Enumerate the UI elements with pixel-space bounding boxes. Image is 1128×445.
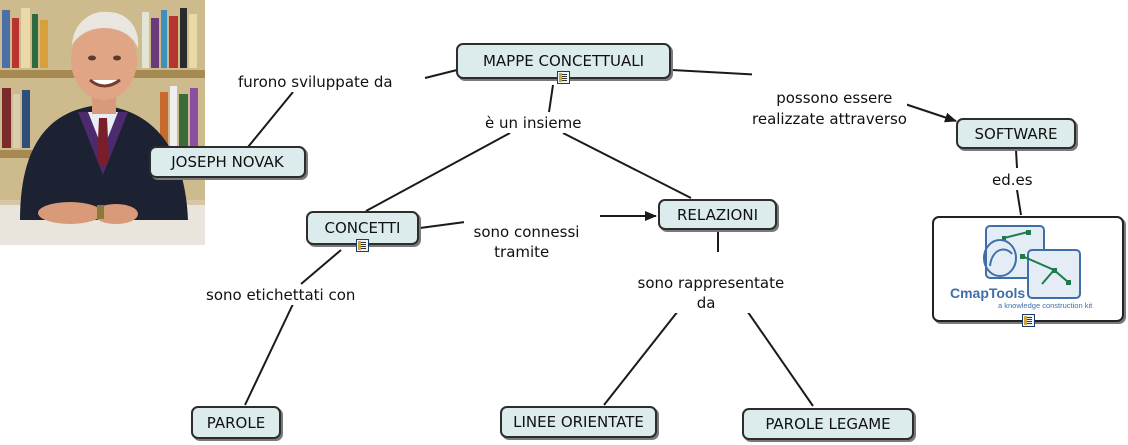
cmaptools-title: CmapTools <box>950 285 1026 301</box>
document-icon[interactable] <box>1022 314 1035 327</box>
link-text: sono rappresentate da <box>637 274 785 312</box>
cmaptools-node[interactable]: CmapTools a knowledge construction kit <box>932 216 1124 322</box>
joseph-novak-photo <box>0 0 205 245</box>
document-icon[interactable] <box>557 71 570 84</box>
concept-software[interactable]: SOFTWARE <box>956 118 1076 149</box>
link-e-un-insieme: è un insieme <box>485 113 582 133</box>
link-text: sono etichettati con <box>206 286 356 304</box>
concept-label: JOSEPH NOVAK <box>171 153 284 171</box>
concept-label: RELAZIONI <box>676 205 758 224</box>
link-ed-es: ed.es <box>992 170 1033 190</box>
link-possono-essere: possono essere realizzate attraverso <box>752 67 907 130</box>
link-sono-etichettati-con: sono etichettati con <box>206 285 356 305</box>
concept-joseph-novak[interactable]: JOSEPH NOVAK <box>149 146 306 178</box>
concept-label: PAROLE <box>206 413 266 432</box>
link-text: possono essere realizzate attraverso <box>752 89 907 128</box>
concept-linee-orientate[interactable]: LINEE ORIENTATE <box>500 406 657 438</box>
concept-label: LINEE ORIENTATE <box>513 413 644 431</box>
cmaptools-tagline: a knowledge construction kit <box>998 301 1093 310</box>
cmaptools-logo <box>983 225 1081 299</box>
document-icon[interactable] <box>356 239 369 252</box>
concept-parole-legame[interactable]: PAROLE LEGAME <box>742 408 914 440</box>
concept-label: PAROLE LEGAME <box>765 415 891 433</box>
link-furono-sviluppate-da: furono sviluppate da <box>238 72 393 92</box>
concept-parole[interactable]: PAROLE <box>191 406 281 439</box>
link-text: ed.es <box>992 171 1033 189</box>
concept-label: SOFTWARE <box>974 124 1058 143</box>
link-text: è un insieme <box>485 114 582 132</box>
link-text: sono connessi tramite <box>473 223 580 261</box>
link-sono-connessi-tramite: sono connessi tramite <box>464 202 580 262</box>
concept-label: CONCETTI <box>324 219 401 237</box>
link-text: furono sviluppate da <box>238 73 393 91</box>
concept-label: MAPPE CONCETTUALI <box>482 52 645 70</box>
link-sono-rappresentate-da: sono rappresentate da <box>628 253 785 313</box>
concept-relazioni[interactable]: RELAZIONI <box>658 199 777 230</box>
